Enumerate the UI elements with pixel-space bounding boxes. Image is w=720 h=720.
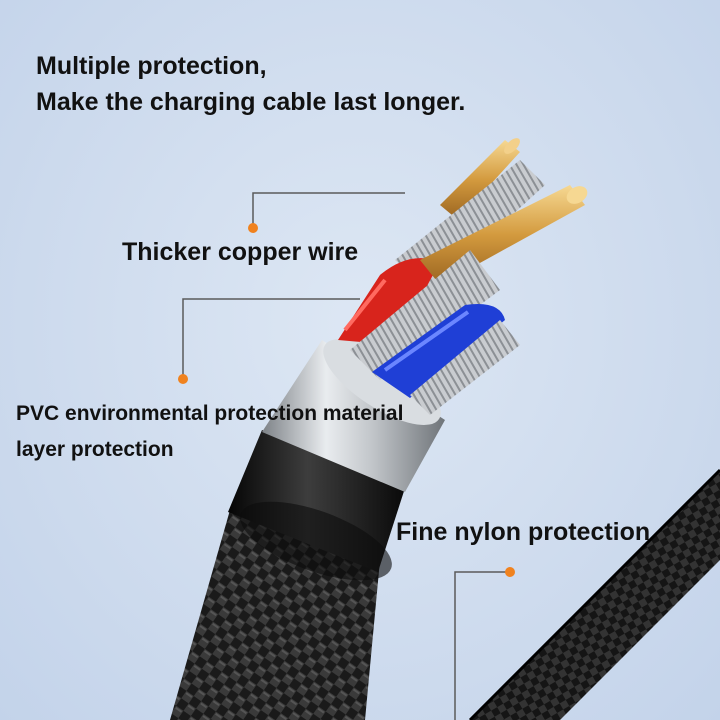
headline-line-2: Make the charging cable last longer. bbox=[36, 88, 466, 116]
callout-dot-copper bbox=[248, 223, 258, 233]
callout-nylon-label: Fine nylon protection bbox=[396, 518, 651, 546]
inner-wires bbox=[338, 138, 588, 415]
headline-line-1: Multiple protection, bbox=[36, 52, 267, 80]
metal-sleeve bbox=[262, 339, 445, 492]
callout-dot-pvc bbox=[178, 374, 188, 384]
braided-cable-right bbox=[468, 468, 720, 720]
callout-pvc-label-line-2: layer protection bbox=[16, 438, 174, 461]
callout-pvc-label-line-1: PVC environmental protection material bbox=[16, 402, 404, 425]
callout-copper-label: Thicker copper wire bbox=[122, 238, 359, 266]
pvc-jacket bbox=[228, 430, 405, 581]
callout-dot-nylon bbox=[505, 567, 515, 577]
leader-lines bbox=[178, 192, 515, 720]
